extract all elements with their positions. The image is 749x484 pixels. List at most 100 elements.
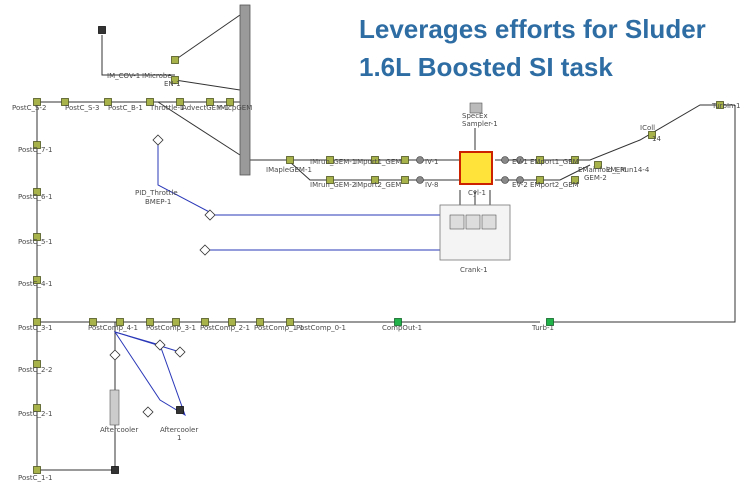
model-node-33[interactable] xyxy=(146,318,154,326)
model-node-29[interactable] xyxy=(571,176,579,184)
model-node-25[interactable] xyxy=(401,176,409,184)
model-node-14[interactable] xyxy=(33,276,41,284)
model-node-44[interactable] xyxy=(546,318,554,326)
controller-node-7[interactable] xyxy=(109,349,121,361)
wire-control-4 xyxy=(114,331,181,353)
controller-node-5[interactable] xyxy=(174,346,186,358)
valve-node-3[interactable] xyxy=(501,156,509,164)
node-layer xyxy=(33,26,724,474)
valve-node-5[interactable] xyxy=(516,156,524,164)
cylinder-block xyxy=(459,151,493,185)
label-exh-port-2: EMport2_GEM xyxy=(530,181,579,189)
controller-node-1[interactable] xyxy=(152,134,164,146)
label-comp-1: PostComp_4-1 xyxy=(88,324,138,332)
controller-node-6[interactable] xyxy=(142,406,154,418)
label-aftercooler: Aftercooler xyxy=(100,426,138,434)
label-comp-4: PostComp_1-1 xyxy=(254,324,304,332)
model-node-43[interactable] xyxy=(394,318,402,326)
model-node-31[interactable] xyxy=(89,318,97,326)
model-node-15[interactable] xyxy=(33,318,41,326)
label-crank: Crank-1 xyxy=(460,266,488,274)
model-node-8[interactable] xyxy=(226,98,234,106)
model-node-34[interactable] xyxy=(172,318,180,326)
intake-plenum xyxy=(239,4,251,176)
wire-turbine-return xyxy=(550,105,736,323)
label-im-cov: IM_COV-1 xyxy=(107,72,140,80)
label-bmep: BMEP-1 xyxy=(145,198,171,206)
controller-node-4[interactable] xyxy=(154,339,166,351)
label-en: EN-1 xyxy=(164,80,181,88)
model-node-10[interactable] xyxy=(171,76,179,84)
model-node-26[interactable] xyxy=(536,156,544,164)
label-exh-port-1: EMport1_GEM xyxy=(530,158,579,166)
valve-node-2[interactable] xyxy=(416,176,424,184)
model-node-30[interactable] xyxy=(594,161,602,169)
label-pid: PID_Throttle xyxy=(135,189,178,197)
controller-node-3[interactable] xyxy=(199,244,211,256)
label-port-2: IMport2_GEM xyxy=(355,181,401,189)
model-node-27[interactable] xyxy=(571,156,579,164)
model-node-23[interactable] xyxy=(326,176,334,184)
label-press1: PostC_S-2 xyxy=(12,104,46,112)
model-node-1[interactable] xyxy=(98,26,106,34)
model-node-6[interactable] xyxy=(176,98,184,106)
label-pipe-6: PostC_2-2 xyxy=(18,366,52,374)
model-node-28[interactable] xyxy=(536,176,544,184)
model-node-2[interactable] xyxy=(33,98,41,106)
label-intake-gem2: IMicpGEM xyxy=(218,104,252,112)
model-node-42[interactable] xyxy=(648,131,656,139)
model-node-38[interactable] xyxy=(286,318,294,326)
valve-node-1[interactable] xyxy=(416,156,424,164)
model-node-16[interactable] xyxy=(33,360,41,368)
label-comp-out: CompOut-1 xyxy=(382,324,422,332)
label-pipe-5: PostC_3-1 xyxy=(18,324,52,332)
label-comp-5: PostComp_0-1 xyxy=(296,324,346,332)
model-node-7[interactable] xyxy=(206,98,214,106)
model-node-20[interactable] xyxy=(326,156,334,164)
wire-exhaust-top xyxy=(495,104,735,161)
label-aftercooler-2: Aftercooler xyxy=(160,426,198,434)
model-node-24[interactable] xyxy=(371,176,379,184)
model-node-35[interactable] xyxy=(201,318,209,326)
model-node-39[interactable] xyxy=(111,466,119,474)
model-node-4[interactable] xyxy=(104,98,112,106)
model-node-5[interactable] xyxy=(146,98,154,106)
label-collect: IColl xyxy=(640,124,655,132)
model-node-36[interactable] xyxy=(228,318,236,326)
label-microb: IMicrobe xyxy=(142,72,172,80)
crank-cyl-2 xyxy=(465,214,481,230)
model-node-22[interactable] xyxy=(401,156,409,164)
model-node-32[interactable] xyxy=(116,318,124,326)
label-exh-gem: GEM-2 xyxy=(584,174,607,182)
model-node-18[interactable] xyxy=(33,466,41,474)
wire-layer xyxy=(36,14,736,471)
label-ev-2: EV-2 xyxy=(512,181,528,189)
model-node-19[interactable] xyxy=(286,156,294,164)
model-node-9[interactable] xyxy=(171,56,179,64)
label-valve-2: IV-8 xyxy=(425,181,438,189)
wire-lower-diag xyxy=(157,101,241,156)
label-comp-2: PostComp_3-1 xyxy=(146,324,196,332)
wire-control-3 xyxy=(113,331,186,417)
label-intake-gem: IAdvectGEM-1 xyxy=(180,104,229,112)
model-node-11[interactable] xyxy=(33,141,41,149)
label-cylinder: Cyl-1 xyxy=(468,189,486,197)
valve-node-6[interactable] xyxy=(516,176,524,184)
label-pipe-4: PostC_4-1 xyxy=(18,280,52,288)
valve-node-4[interactable] xyxy=(501,176,509,184)
wire-upper-diag-2 xyxy=(174,79,241,91)
label-collect-num: 14 xyxy=(652,135,661,143)
model-node-41[interactable] xyxy=(716,101,724,109)
controller-node-2[interactable] xyxy=(204,209,216,221)
model-node-13[interactable] xyxy=(33,233,41,241)
aftercooler-block xyxy=(109,389,120,426)
model-node-21[interactable] xyxy=(371,156,379,164)
label-pipe-2: PostC_6-1 xyxy=(18,193,52,201)
model-node-40[interactable] xyxy=(176,406,184,414)
label-port-1: IMport1_GEM xyxy=(355,158,401,166)
model-node-12[interactable] xyxy=(33,188,41,196)
headline-line-1: Leverages efforts for Sluder xyxy=(359,14,706,44)
model-node-3[interactable] xyxy=(61,98,69,106)
model-node-37[interactable] xyxy=(256,318,264,326)
model-node-17[interactable] xyxy=(33,404,41,412)
